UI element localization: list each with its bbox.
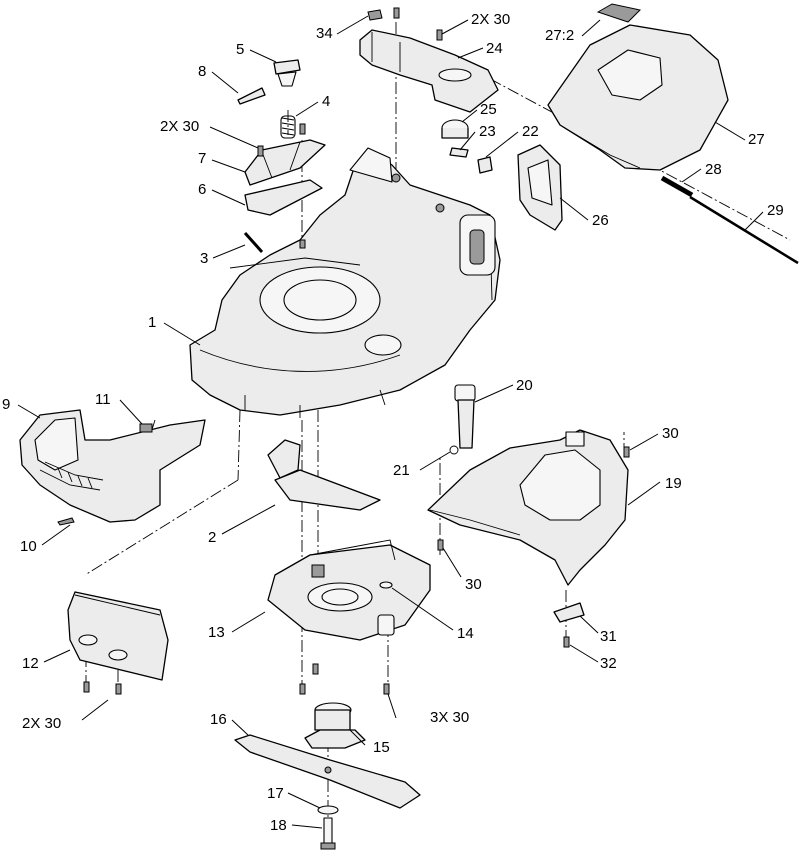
label-2: 2 — [208, 529, 216, 546]
part-14-washer — [379, 581, 393, 589]
part-4-spring — [280, 115, 296, 139]
part-2-baffle — [267, 439, 381, 511]
label-10: 10 — [20, 538, 37, 555]
label-9: 9 — [2, 396, 10, 413]
part-6-bracket — [244, 179, 323, 216]
part-18-blade-bolt — [320, 817, 336, 850]
label-29: 29 — [767, 202, 784, 219]
part-24-handle-bracket — [359, 29, 499, 113]
part-15-blade-adapter — [304, 702, 366, 749]
part-1-deck-housing — [189, 147, 501, 418]
label-7: 7 — [198, 150, 206, 167]
label-30-bottom-mid: 3X 30 — [430, 709, 469, 726]
part-22-bracket — [477, 156, 493, 174]
label-17: 17 — [267, 785, 284, 802]
part-3-pin — [243, 231, 264, 254]
label-14: 14 — [457, 625, 474, 642]
label-6: 6 — [198, 181, 206, 198]
leader-lines — [17, 15, 764, 829]
label-21: 21 — [393, 462, 410, 479]
part-27-2-decal — [596, 3, 642, 23]
part-20-adjust-lever — [454, 384, 476, 449]
label-1: 1 — [148, 314, 156, 331]
part-23-clip — [449, 147, 469, 158]
fasteners — [83, 7, 630, 695]
label-34: 34 — [316, 25, 333, 42]
part-17-blade-washer — [317, 805, 339, 815]
part-34-clip — [367, 9, 383, 21]
label-28: 28 — [705, 161, 722, 178]
label-23: 23 — [479, 123, 496, 140]
label-16: 16 — [210, 711, 227, 728]
label-30-left: 2X 30 — [160, 118, 199, 135]
label-27: 27 — [748, 131, 765, 148]
label-24: 24 — [486, 40, 503, 57]
part-21-clip — [449, 445, 459, 455]
part-10-pin — [57, 517, 75, 526]
label-30-bottom-left: 2X 30 — [22, 715, 61, 732]
label-20: 20 — [516, 377, 533, 394]
label-27-2: 27:2 — [545, 27, 574, 44]
part-7-lever-cover — [244, 139, 326, 186]
part-26-rear-flap — [517, 144, 563, 231]
part-12-rear-skirt — [67, 591, 169, 681]
label-30-mid: 30 — [465, 576, 482, 593]
label-25: 25 — [480, 101, 497, 118]
label-4: 4 — [322, 93, 330, 110]
label-26: 26 — [592, 212, 609, 229]
label-12: 12 — [22, 655, 39, 672]
part-13-mulch-plate — [267, 539, 431, 641]
part-5-knob — [273, 59, 301, 87]
label-32: 32 — [600, 655, 617, 672]
part-8-shim — [237, 87, 266, 105]
label-13: 13 — [208, 624, 225, 641]
label-11: 11 — [95, 391, 111, 408]
label-30-right: 30 — [662, 425, 679, 442]
label-18: 18 — [270, 817, 287, 834]
label-31: 31 — [600, 628, 617, 645]
label-30-top: 2X 30 — [471, 11, 510, 28]
part-28-spring — [660, 175, 694, 198]
callout-labels: 1 2 3 4 5 6 7 8 9 10 11 12 13 14 15 16 1… — [2, 11, 784, 834]
label-5: 5 — [236, 41, 244, 58]
part-27-rear-cover — [547, 24, 729, 171]
part-16-blade — [234, 734, 421, 809]
part-19-rear-housing — [427, 429, 629, 586]
label-19: 19 — [665, 475, 682, 492]
part-9-front-bumper — [19, 409, 206, 523]
part-11-clip — [139, 423, 153, 433]
label-22: 22 — [522, 123, 539, 140]
label-8: 8 — [198, 63, 206, 80]
part-29-rod — [689, 195, 799, 265]
label-3: 3 — [200, 250, 208, 267]
label-15: 15 — [373, 739, 390, 756]
part-25-cap — [441, 119, 469, 139]
